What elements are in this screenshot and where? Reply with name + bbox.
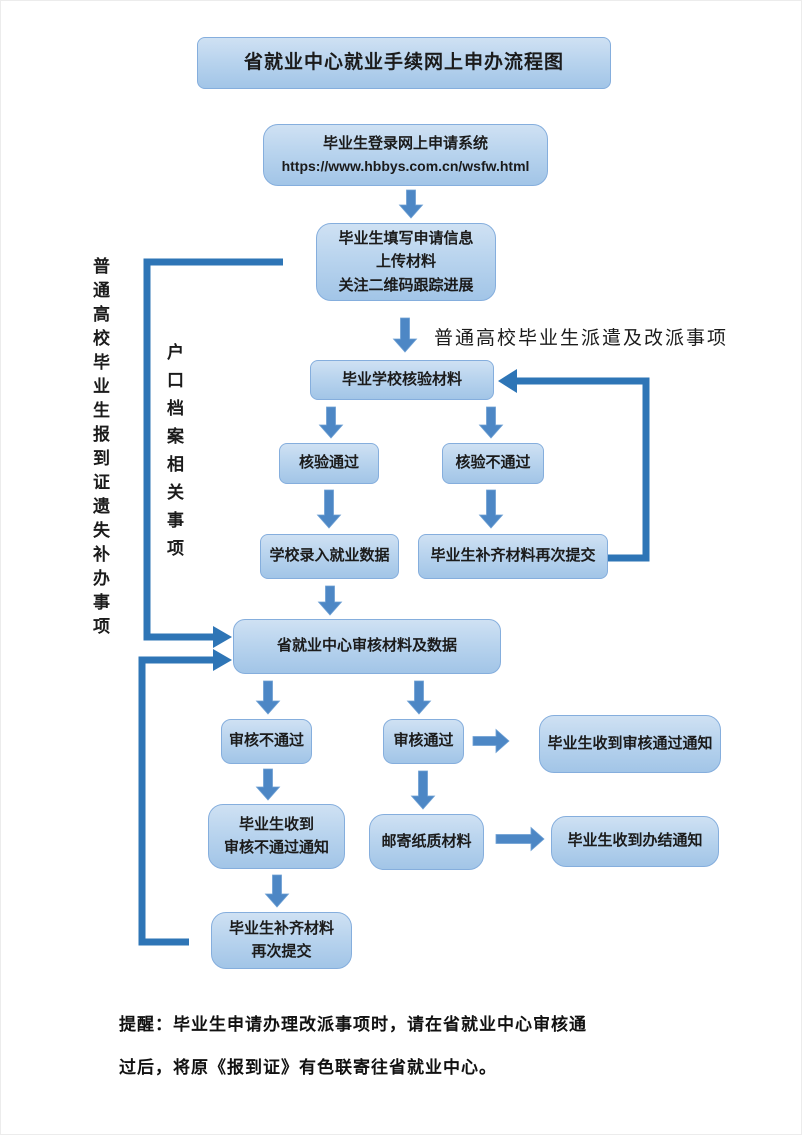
arrow-reviewpass-to-notifypass-icon xyxy=(472,728,510,754)
arrow-fillinfo-to-schoolverify-icon xyxy=(392,317,418,353)
node-school-enter-data: 学校录入就业数据 xyxy=(260,534,399,579)
arrow-schoolverify-to-verifyfail-icon xyxy=(478,406,504,439)
node-resubmit-top: 毕业生补齐材料再次提交 xyxy=(418,534,608,579)
arrow-centerreview-to-reviewfail-icon xyxy=(255,680,281,715)
node-notify-fail: 毕业生收到 审核不通过通知 xyxy=(208,804,345,869)
connector-left-inner-line xyxy=(138,656,213,946)
node-verify-fail: 核验不通过 xyxy=(442,443,544,484)
arrow-centerreview-to-reviewpass-icon xyxy=(406,680,432,715)
side-label-lost-certificate: 普通高校毕业生报到证遗失补办事项 xyxy=(90,257,109,641)
node-notify-done: 毕业生收到办结通知 xyxy=(551,816,719,867)
arrow-notifyfail-to-resubmitbottom-icon xyxy=(264,874,290,908)
connector-left-outer-arrowhead-icon xyxy=(213,626,232,648)
connector-left-inner-arrowhead-icon xyxy=(213,649,232,671)
node-login-url: https://www.hbbys.com.cn/wsfw.html xyxy=(281,157,530,174)
arrow-login-to-fillinfo-icon xyxy=(398,189,424,219)
side-label-household-archive: 户口档案相关事项 xyxy=(164,343,183,567)
node-resubmit-bottom: 毕业生补齐材料 再次提交 xyxy=(211,912,352,969)
node-center-review: 省就业中心审核材料及数据 xyxy=(233,619,501,674)
node-notify-pass: 毕业生收到审核通过通知 xyxy=(539,715,721,773)
node-review-pass: 审核通过 xyxy=(383,719,464,764)
node-login-label: 毕业生登录网上申请系统 xyxy=(322,135,488,153)
arrow-mail-to-notifydone-icon xyxy=(495,826,545,852)
arrow-reviewpass-to-mail-icon xyxy=(410,770,436,810)
dispatch-matters-label: 普通高校毕业生派遣及改派事项 xyxy=(434,328,729,349)
node-fill-info: 毕业生填写申请信息 上传材料 关注二维码跟踪进展 xyxy=(316,223,496,301)
reminder-note: 提醒：毕业生申请办理改派事项时，请在省就业中心审核通 过后，将原《报到证》有色联… xyxy=(119,1015,587,1077)
connector-right-loop-arrowhead-icon xyxy=(498,369,517,393)
arrow-reviewfail-to-notifyfail-icon xyxy=(255,768,281,801)
arrow-schoolverify-to-verifypass-icon xyxy=(318,406,344,439)
connector-left-outer-line xyxy=(143,258,283,641)
flowchart-title: 省就业中心就业手续网上申办流程图 xyxy=(197,37,611,89)
node-review-fail: 审核不通过 xyxy=(221,719,312,764)
connector-right-loop-line xyxy=(517,377,650,562)
node-login: 毕业生登录网上申请系统 https://www.hbbys.com.cn/wsf… xyxy=(263,124,548,186)
node-verify-pass: 核验通过 xyxy=(279,443,379,484)
arrow-verifypass-to-schoolenter-icon xyxy=(316,489,342,529)
node-school-verify: 毕业学校核验材料 xyxy=(310,360,494,400)
node-mail-materials: 邮寄纸质材料 xyxy=(369,814,484,870)
arrow-verifyfail-to-resubmittop-icon xyxy=(478,489,504,529)
arrow-schoolenter-to-centerreview-icon xyxy=(317,585,343,616)
